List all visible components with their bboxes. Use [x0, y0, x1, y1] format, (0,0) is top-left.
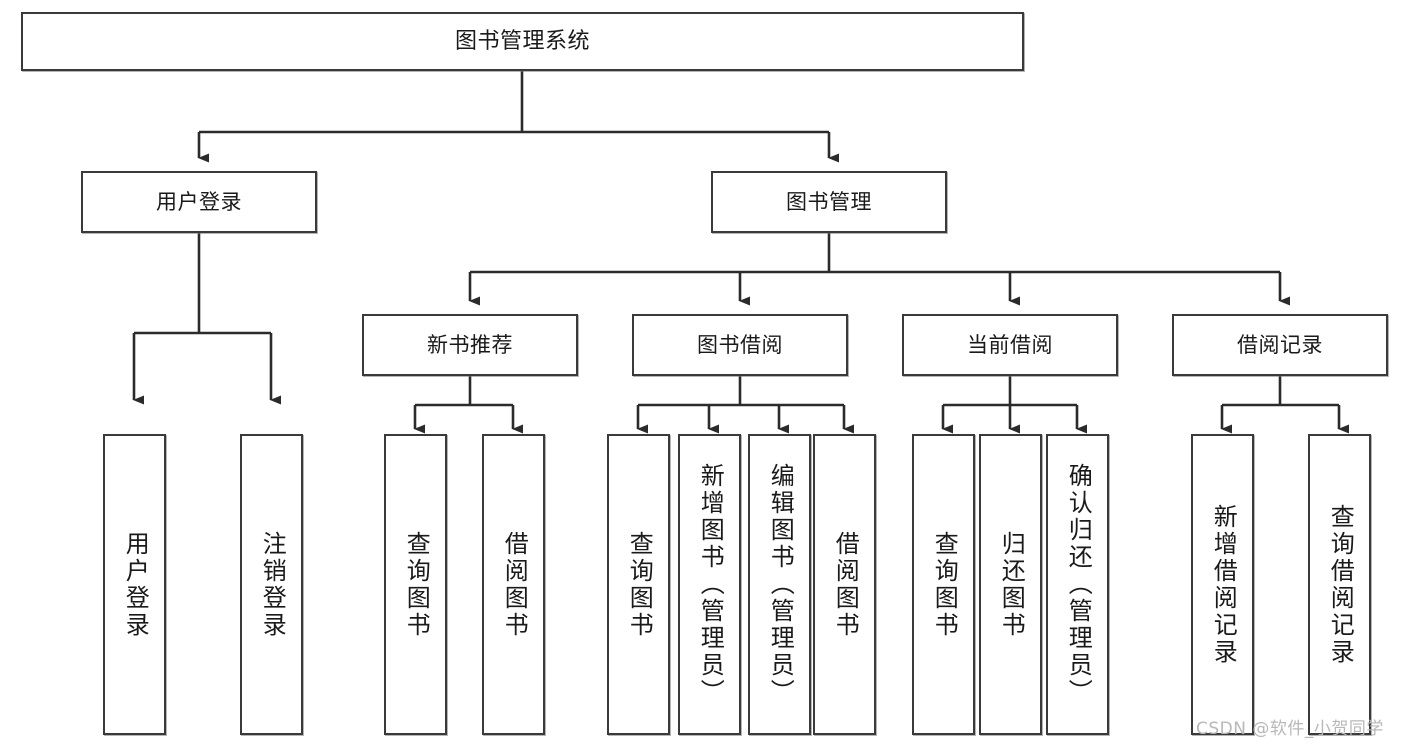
node-label: 借阅记录	[1237, 332, 1323, 357]
node-label: 新书推荐	[427, 332, 513, 357]
leaf-borrow-add-book[interactable]: 新增图书（管理员）	[678, 434, 741, 735]
node-label: 编辑图书（管理员）	[766, 463, 795, 706]
node-label: 查询图书	[930, 530, 959, 639]
node-label: 用户登录	[156, 189, 242, 214]
leaf-record-query[interactable]: 查询借阅记录	[1308, 434, 1371, 735]
node-label: 查询借阅记录	[1326, 503, 1355, 666]
leaf-borrow-edit-book[interactable]: 编辑图书（管理员）	[748, 434, 811, 735]
leaf-borrow-borrow-book[interactable]: 借阅图书	[813, 434, 876, 735]
leaf-borrow-query-book[interactable]: 查询图书	[607, 434, 670, 735]
node-label: 注销登录	[258, 530, 287, 639]
node-book-management[interactable]: 图书管理	[711, 171, 947, 233]
leaf-current-confirm-return[interactable]: 确认归还（管理员）	[1046, 434, 1109, 735]
node-book-borrow[interactable]: 图书借阅	[632, 314, 848, 376]
node-current-borrow[interactable]: 当前借阅	[902, 314, 1118, 376]
node-label: 查询图书	[625, 530, 654, 639]
node-label: 用户登录	[121, 530, 150, 639]
leaf-recommend-borrow-book[interactable]: 借阅图书	[482, 434, 545, 735]
node-root-system[interactable]: 图书管理系统	[21, 12, 1024, 71]
leaf-current-return-book[interactable]: 归还图书	[979, 434, 1042, 735]
node-label: 确认归还（管理员）	[1064, 463, 1093, 706]
leaf-current-query-book[interactable]: 查询图书	[912, 434, 975, 735]
node-label: 新增借阅记录	[1209, 503, 1238, 666]
node-label: 图书管理	[786, 189, 872, 214]
leaf-record-add[interactable]: 新增借阅记录	[1191, 434, 1254, 735]
node-label: 借阅图书	[831, 530, 860, 639]
node-borrow-record[interactable]: 借阅记录	[1172, 314, 1388, 376]
node-label: 新增图书（管理员）	[696, 463, 725, 706]
node-label: 归还图书	[997, 530, 1026, 639]
node-label: 图书管理系统	[454, 28, 590, 54]
leaf-user-logout[interactable]: 注销登录	[240, 434, 303, 735]
leaf-user-login[interactable]: 用户登录	[103, 434, 166, 735]
node-label: 当前借阅	[967, 332, 1053, 357]
node-label: 借阅图书	[500, 530, 529, 639]
node-label: 查询图书	[402, 530, 431, 639]
node-label: 图书借阅	[697, 332, 783, 357]
node-new-book-recommend[interactable]: 新书推荐	[362, 314, 578, 376]
node-user-login[interactable]: 用户登录	[81, 171, 317, 233]
leaf-recommend-query-book[interactable]: 查询图书	[384, 434, 447, 735]
watermark-text: CSDN @软件_小贺同学	[1196, 719, 1384, 739]
